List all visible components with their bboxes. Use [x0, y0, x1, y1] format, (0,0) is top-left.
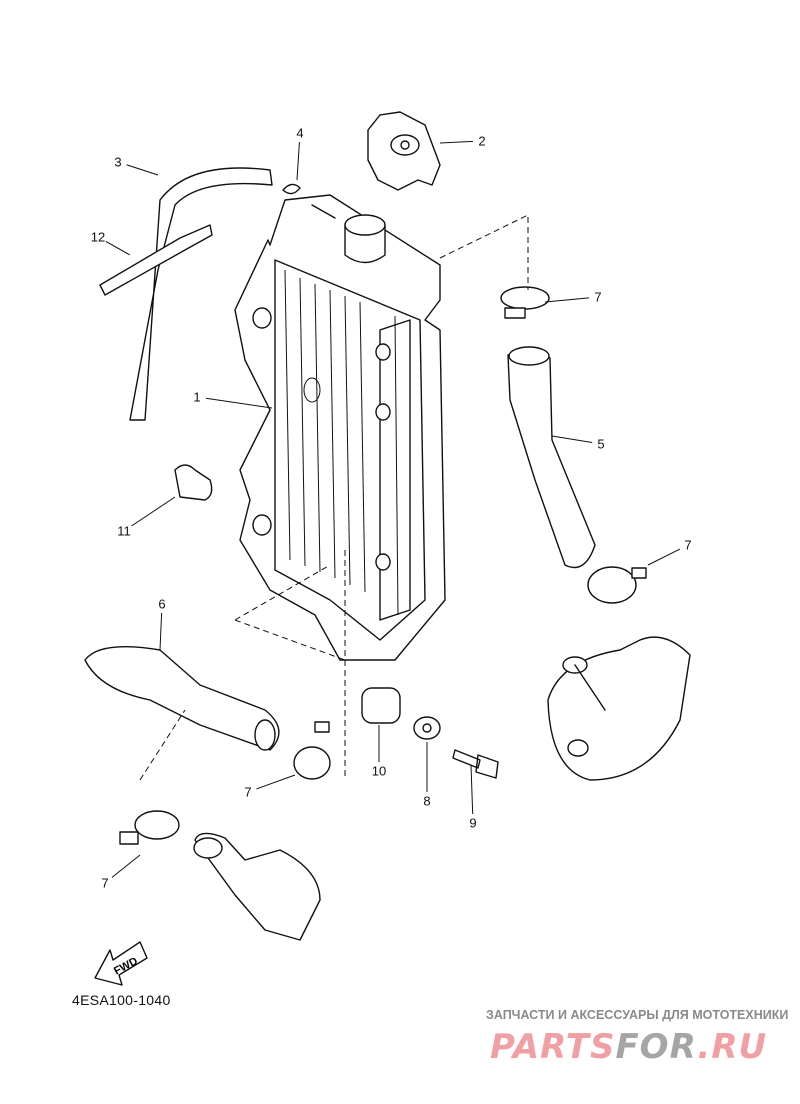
callout-8: 8 [423, 793, 431, 809]
cable-tie [99, 224, 213, 296]
hose-clip [282, 183, 301, 195]
leader-line [205, 397, 273, 409]
leader-line [131, 496, 176, 527]
callout-6: 6 [158, 596, 166, 612]
fwd-arrow-icon: FWD [94, 941, 148, 986]
callout-9: 9 [469, 815, 477, 831]
callout-12: 12 [90, 229, 106, 245]
callout-5: 5 [597, 436, 605, 452]
leader-line [159, 612, 163, 651]
leader-line [439, 140, 474, 144]
callout-3: 3 [114, 154, 122, 170]
lower-radiator-hose [84, 646, 280, 751]
watermark-brand-part1: PARTS [490, 1027, 616, 1067]
radiator [234, 194, 446, 661]
leader-line [296, 141, 300, 181]
callout-7: 7 [101, 875, 109, 891]
watermark-logo: PARTSFOR.RU [490, 1028, 767, 1066]
washer [413, 716, 441, 740]
watermark-subtitle: ЗАПЧАСТИ И АКСЕССУАРЫ ДЛЯ МОТОТЕХНИКИ [486, 1008, 789, 1022]
callout-11: 11 [117, 523, 131, 539]
bolt [452, 749, 499, 779]
diagram-code: 4ESA100-1040 [72, 992, 171, 1008]
water-pump-cover [194, 832, 321, 941]
leader-line [105, 240, 131, 256]
callout-2: 2 [478, 133, 486, 149]
callout-7: 7 [594, 289, 602, 305]
callout-1: 1 [193, 389, 201, 405]
callout-7: 7 [684, 537, 692, 553]
leader-line [256, 774, 296, 790]
leader-line [551, 435, 593, 444]
radiator-cap [367, 111, 441, 191]
leader-line [111, 854, 141, 878]
callout-10: 10 [371, 763, 387, 779]
breather-hose [129, 167, 273, 421]
watermark-brand-part2: FOR [615, 1027, 698, 1067]
damper [361, 687, 401, 724]
leader-line [470, 764, 474, 815]
leader-line [647, 548, 681, 566]
callout-7: 7 [244, 784, 252, 800]
watermark-brand-part3: .RU [697, 1027, 768, 1067]
leader-line [544, 297, 590, 303]
leader-line [126, 164, 159, 176]
upper-radiator-hose [507, 350, 596, 569]
callout-4: 4 [296, 125, 304, 141]
grommet [174, 464, 213, 501]
hose-clamps [119, 286, 647, 845]
